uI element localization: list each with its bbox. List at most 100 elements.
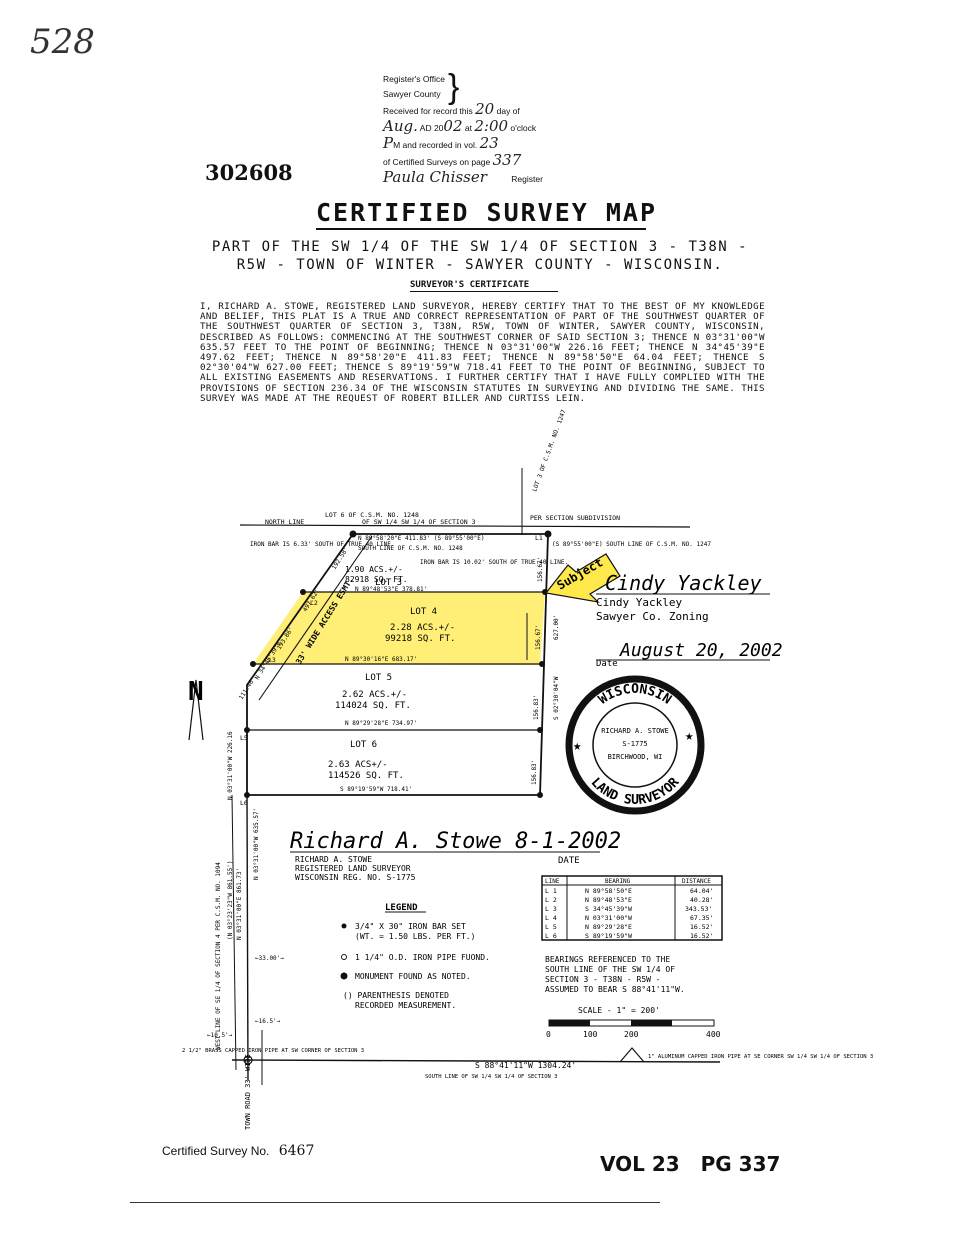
register-year: 02 [443,117,463,135]
lot5-area-acres: 2.62 ACS.+/- [342,690,407,700]
lot4-highlight [253,592,545,665]
legend-item-4: MONUMENT FOUND AS NOTED. [355,972,471,981]
label-west-bearing-3: N 03°31'00"E 861.73' [236,868,243,940]
label-l1: L1 [535,534,543,542]
legend-title: LEGEND [385,903,418,913]
label-west-bearing: N 03°31'00"W 226.16 [227,731,234,800]
register-month: Aug. [383,117,418,135]
line-table-border [541,875,723,941]
register-recorded: PM and recorded in vol. 23 [383,134,499,152]
seal-inner-ring [592,702,678,788]
survey-boundary [246,533,549,796]
subject-arrow [544,553,621,603]
page-note: 528 [30,22,95,62]
west-section-line [246,794,249,1081]
zoning-name: Cindy Yackley [596,596,682,609]
title-underline [316,228,646,230]
monument-lot3-w [300,589,306,595]
line-lot3-4: N 89°48'53"E 378.81' [355,586,427,593]
legend-item-6: RECORDED MEASUREMENT. [355,1001,456,1010]
label-south-line-1248: SOUTH LINE OF C.S.M. NO. 1248 [358,545,463,552]
label-per-section: PER SECTION SUBDIVISION [530,514,620,522]
surveyor-title: REGISTERED LAND SURVEYOR [295,864,411,873]
certificate-text: I, RICHARD A. STOWE, REGISTERED LAND SUR… [200,301,765,404]
table-row-6-line: L 6 [545,932,557,940]
legend-item-3: 1 1/4" O.D. IRON PIPE FUOND. [355,953,490,962]
seal-star-right-icon: ★ [685,728,694,744]
footer-vol: VOL 23 [600,1152,680,1176]
label-south-line-1247: (S 89°55'00"E) SOUTH LINE OF C.S.M. NO. … [552,541,711,548]
label-dim-627: 627.00' [553,615,560,640]
table-row-1-distance: 64.04' [690,887,713,895]
scale-bar-seg-3 [631,1020,672,1026]
lot4-name: LOT 4 [410,607,437,617]
surveyor-signature: Richard A. Stowe 8-1-2002 [290,829,621,854]
table-row-3-distance: 343.53' [685,905,712,913]
lot5-name: LOT 5 [365,673,392,683]
label-iron-bar-left: IRON BAR IS 6.33' SOUTH OF TRUE 40 LINE. [250,541,395,548]
line-bottom: S 89°19'59"W 718.41' [340,786,412,793]
zoning-date-label: Date [596,659,618,669]
north-letter: N [188,677,204,707]
table-row-2-distance: 40.28' [690,896,713,904]
register-page: 337 [492,151,522,169]
scale-tick-100: 100 [583,1030,598,1039]
page-subtitle: PART OF THE SW 1/4 OF THE SW 1/4 OF SECT… [200,238,760,274]
legend-item-1: 3/4" X 30" IRON BAR SET [355,922,466,931]
monument-nw [349,530,357,538]
surveyor-name: RICHARD A. STOWE [295,855,372,864]
table-row-1-line: L 1 [545,887,557,895]
legend-iron-pipe-symbol [341,954,347,960]
access-easement-line [258,535,373,701]
page-title: CERTIFIED SURVEY MAP [316,198,658,227]
label-dim-33: ←33.00'→ [255,955,284,962]
north-line [239,524,691,528]
label-l2: L2 [310,599,318,607]
register-vol: 23 [479,134,499,152]
table-row-3-line: L 3 [545,905,557,913]
monument-sw [244,792,250,798]
lot6-name: LOT 6 [350,740,377,750]
label-north-line-of: OF SW 1/4 SW 1/4 OF SECTION 3 [362,518,476,526]
label-bearing-se: S 02°30'04"W [553,676,560,720]
seal-city: BIRCHWOOD, WI [608,753,663,761]
table-row-4-bearing: N 03°31'00"W [585,914,632,922]
table-row-1-bearing: N 89°58'50"E [585,887,632,895]
register-received: Received for record this 20 day of [383,100,520,118]
monument-lot5-w [244,727,250,733]
surveyor-date-label: DATE [558,856,580,866]
table-row-5-line: L 5 [545,923,557,931]
bearings-note-4: ASSUMED TO BEAR S 88°41'11"W. [545,985,685,994]
table-row-6-bearing: S 89°19'59"W [585,932,632,940]
lot3-area-acres: 1.90 ACS.+/- [345,565,403,574]
lot3-name: LOT 3 [375,578,402,588]
label-town-road: TOWN ROAD 33' WIDE [244,1054,252,1130]
register-signature: Paula Chisser [383,168,487,186]
legend-item-5: () PARENTHESIS DENOTED [343,991,449,1000]
table-row-3-bearing: S 34°45'39"W [585,905,632,913]
footer-volume-page: VOL 23 PG 337 [600,1152,780,1176]
zoning-signature: Cindy Yackley [605,571,762,595]
lot6-area-acres: 2.63 ACS+/- [328,760,388,770]
bearings-note-1: BEARINGS REFERENCED TO THE [545,955,670,964]
seal-name: RICHARD A. STOWE [601,727,668,735]
register-title: Register [511,174,543,184]
monument-se [537,792,543,798]
lot3-area-sqft: 82918 SQ. FT. [345,575,408,584]
surveyor-reg: WISCONSIN REG. NO. S-1775 [295,873,416,882]
line-lot4-5: N 89°30'16"E 683.17' [345,656,417,663]
label-dim-156-83: 156.83' [533,695,540,720]
label-sw-corner: 2 1/2" BRASS CAPPED IRON PIPE AT SW CORN… [182,1048,364,1054]
lot4-area-acres: 2.28 ACS.+/- [390,623,455,633]
zoning-date: August 20, 2002 [619,640,783,661]
table-row-4-line: L 4 [545,914,557,922]
monument-section-corner [243,1055,253,1065]
table-row-6-distance: 16.52' [690,932,713,940]
subtitle-line-1: PART OF THE SW 1/4 OF THE SW 1/4 OF SECT… [211,239,749,255]
register-ampm: P [383,134,394,152]
table-row-5-bearing: N 89°29'28"E [585,923,632,931]
label-dim-16-5b: ←10.5'→ [207,1032,233,1039]
table-row-4-distance: 67.35' [690,914,713,922]
bearings-note-2: SOUTH LINE OF THE SW 1/4 OF [545,965,675,974]
label-dim-16-5a: ←16.5'→ [255,1018,281,1025]
